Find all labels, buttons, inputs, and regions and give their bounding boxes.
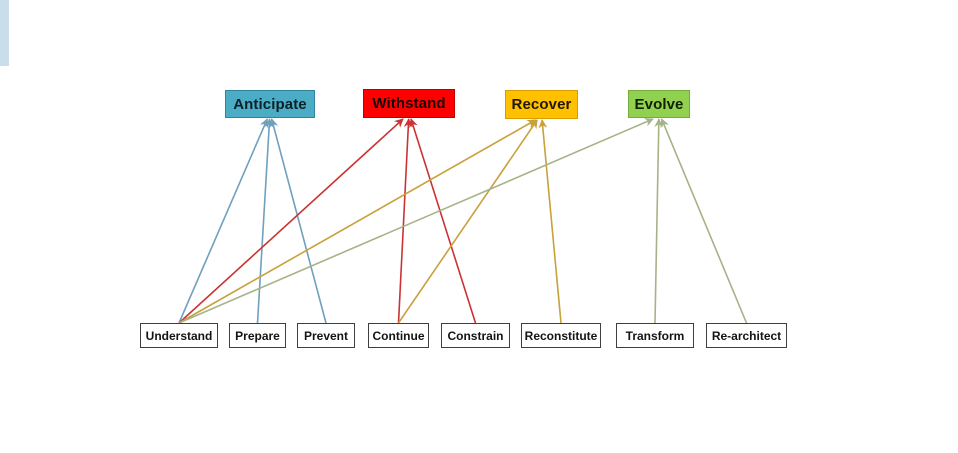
edge-prevent-to-anticipate [269,118,327,324]
reconstitute-label: Reconstitute [524,328,598,343]
edge-understand-to-recover [178,119,537,324]
anticipate-label: Anticipate [233,95,307,113]
goal-box-recover: Recover [505,90,578,119]
objective-box-constrain: Constrain [441,323,510,348]
prevent-label: Prevent [303,328,349,343]
objective-box-transform: Transform [616,323,694,348]
transform-label: Transform [625,328,685,343]
edge-continue-to-withstand [397,118,413,324]
goal-box-anticipate: Anticipate [225,90,315,118]
recover-label: Recover [511,96,572,113]
edge-understand-to-evolve [178,118,654,324]
rearchitect-label: Re-architect [711,328,782,343]
edge-continue-to-recover [397,119,538,324]
understand-label: Understand [145,328,213,343]
goal-box-evolve: Evolve [628,90,690,118]
edge-reconstitute-to-recover [538,119,562,324]
continue-label: Continue [372,328,425,343]
objective-box-reconstitute: Reconstitute [521,323,601,348]
slide-edge-fragment [0,0,9,66]
evolve-label: Evolve [634,95,684,113]
objective-box-prevent: Prevent [297,323,355,348]
objective-box-understand: Understand [140,323,218,348]
withstand-label: Withstand [372,95,446,112]
prepare-label: Prepare [235,328,280,343]
edge-prepare-to-anticipate [256,118,274,324]
edge-rearchitect-to-evolve [660,118,748,324]
goal-box-withstand: Withstand [363,89,455,118]
objective-box-prepare: Prepare [229,323,286,348]
edge-understand-to-withstand [178,118,404,324]
objective-box-rearchitect: Re-architect [706,323,787,348]
objective-box-continue: Continue [368,323,429,348]
edge-understand-to-anticipate [178,118,269,324]
constrain-label: Constrain [447,328,504,343]
edge-constrain-to-withstand [409,118,477,324]
edge-transform-to-evolve [654,118,664,324]
